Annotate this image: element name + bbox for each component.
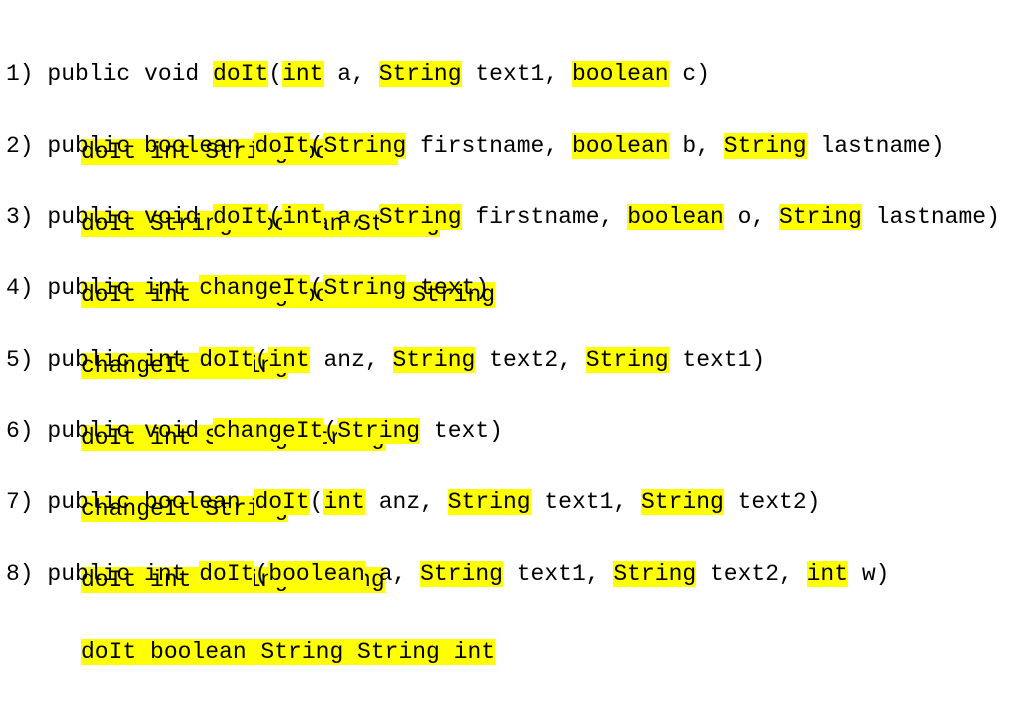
signature-text: o,	[723, 204, 780, 230]
entry-3: 3) public void doIt(int a, String firstn…	[6, 152, 1000, 360]
highlighted-token: doIt	[213, 61, 269, 87]
signature-text: 6) public void	[6, 418, 214, 444]
highlighted-token: String	[337, 418, 421, 444]
signature-text: 8) public int	[6, 561, 200, 587]
highlighted-token: doIt	[254, 489, 310, 515]
signature-text: (	[254, 561, 269, 587]
signature-text: anz,	[309, 347, 393, 373]
signature-text: (	[323, 418, 338, 444]
signature-text: (	[268, 204, 283, 230]
signature-text: c)	[668, 61, 711, 87]
signature-text: (	[268, 61, 283, 87]
signature-text: text1)	[668, 347, 766, 373]
signature-text: text2,	[475, 347, 586, 373]
signature-line: 1) public void doIt(int a, String text1,…	[6, 61, 710, 87]
signature-line: 6) public void changeIt(String text)	[6, 418, 503, 444]
signature-text: text)	[420, 418, 503, 444]
highlighted-token: String	[779, 204, 862, 230]
summary-highlight: doIt int String boolean String	[81, 282, 496, 308]
highlighted-token: int	[282, 204, 324, 230]
highlighted-token: String	[323, 275, 407, 301]
highlighted-token: boolean	[627, 204, 724, 230]
signature-text: text2,	[696, 561, 807, 587]
signature-text: lastname)	[861, 204, 1000, 230]
highlighted-token: String	[378, 61, 462, 87]
highlighted-token: int	[282, 61, 324, 87]
signature-text: (	[309, 489, 324, 515]
signature-text: 1) public void	[6, 61, 214, 87]
highlighted-token: int	[806, 561, 849, 587]
highlighted-token: String	[640, 489, 724, 515]
highlighted-token: String	[392, 347, 476, 373]
entry-8: 8) public int doIt(boolean a, String tex…	[6, 509, 889, 717]
highlighted-token: changeIt	[199, 275, 310, 301]
signature-line: 3) public void doIt(int a, String firstn…	[6, 204, 1000, 230]
signature-text: firstname,	[461, 204, 628, 230]
highlighted-token: int	[268, 347, 310, 373]
highlighted-token: doIt	[254, 133, 310, 159]
highlighted-token: int	[323, 489, 365, 515]
highlighted-token: boolean	[571, 61, 669, 87]
highlighted-token: changeIt	[213, 418, 324, 444]
signature-line: 5) public int doIt(int anz, String text2…	[6, 347, 765, 373]
method-signature-list: 1) public void doIt(int a, String text1,…	[6, 9, 1000, 665]
signature-text: text1,	[461, 61, 572, 87]
signature-text: text2)	[723, 489, 821, 515]
signature-text: 4) public int	[6, 275, 200, 301]
signature-text: text1,	[530, 489, 641, 515]
signature-text: w)	[848, 561, 890, 587]
signature-text: b,	[668, 133, 724, 159]
highlighted-token: String	[447, 489, 531, 515]
highlighted-token: String	[323, 133, 407, 159]
summary-line: changeIt String	[6, 496, 503, 522]
highlighted-token: String	[420, 561, 503, 587]
signature-text: lastname)	[806, 133, 945, 159]
signature-text: firstname,	[406, 133, 572, 159]
signature-line: 8) public int doIt(boolean a, String tex…	[6, 561, 889, 587]
summary-line: doIt boolean String String int	[6, 639, 889, 665]
signature-text: 5) public int	[6, 347, 200, 373]
signature-text: 3) public void	[6, 204, 214, 230]
signature-text: a,	[323, 61, 379, 87]
signature-text: a,	[364, 561, 421, 587]
summary-highlight: doIt boolean String String int	[81, 639, 496, 665]
signature-text: (	[309, 275, 324, 301]
highlighted-token: doIt	[199, 561, 255, 587]
signature-line: 4) public int changeIt(String text)	[6, 275, 489, 301]
signature-text: a,	[323, 204, 379, 230]
highlighted-token: doIt	[213, 204, 269, 230]
entry-6: 6) public void changeIt(String text) cha…	[6, 366, 503, 574]
highlighted-token: String	[585, 347, 669, 373]
signature-text: 2) public boolean	[6, 133, 255, 159]
highlighted-token: String	[723, 133, 807, 159]
signature-text: anz,	[364, 489, 448, 515]
highlighted-token: boolean	[571, 133, 669, 159]
signature-text: (	[309, 133, 324, 159]
signature-text: text)	[406, 275, 490, 301]
summary-highlight: changeIt String	[81, 496, 289, 522]
signature-line: 7) public boolean doIt(int anz, String t…	[6, 489, 820, 515]
signature-text: 7) public boolean	[6, 489, 255, 515]
highlighted-token: doIt	[199, 347, 255, 373]
signature-text: (	[254, 347, 269, 373]
highlighted-token: String	[613, 561, 697, 587]
summary-line: doIt int String boolean String	[6, 282, 1000, 308]
signature-text: text1,	[502, 561, 614, 587]
highlighted-token: boolean	[268, 561, 365, 587]
signature-line: 2) public boolean doIt(String firstname,…	[6, 133, 945, 159]
highlighted-token: String	[378, 204, 462, 230]
entry-4: 4) public int changeIt(String text) chan…	[6, 223, 489, 431]
entry-1: 1) public void doIt(int a, String text1,…	[6, 9, 710, 217]
